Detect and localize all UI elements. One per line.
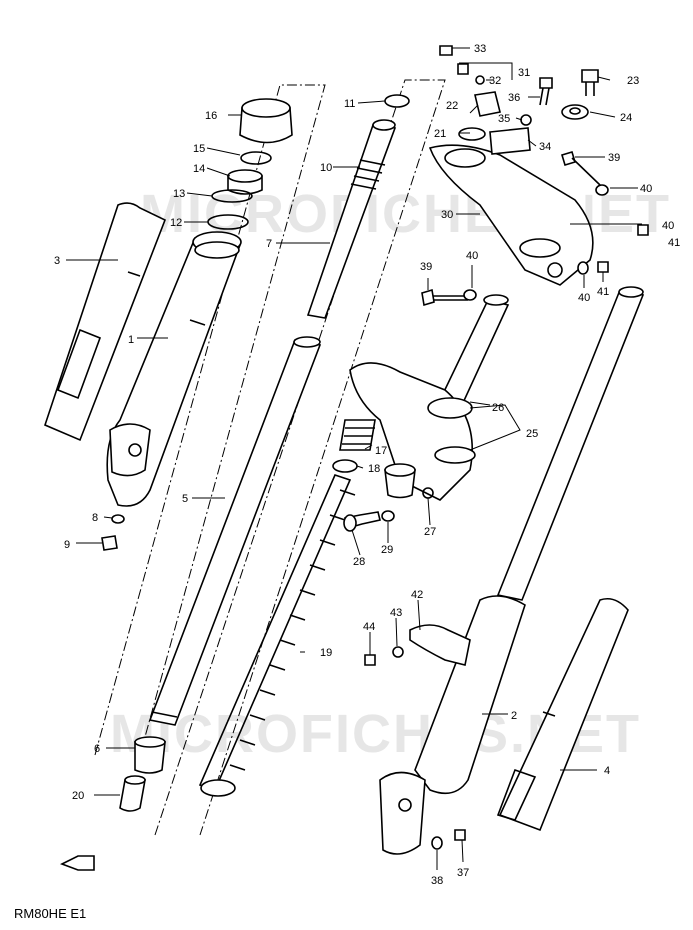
- steering-stem-nut: [474, 91, 501, 117]
- nut-33: [439, 45, 453, 56]
- label-part-10: 10: [320, 162, 332, 174]
- label-part-16: 16: [205, 110, 217, 122]
- clamp-bolt-lower: [421, 288, 468, 307]
- fork-spring: [198, 474, 356, 797]
- label-part-14: 14: [193, 163, 205, 175]
- steering-stem-lower-bracket: [349, 294, 510, 501]
- washer-38: [431, 836, 443, 850]
- label-part-6: 6: [94, 743, 100, 755]
- washer: [332, 459, 358, 473]
- label-part-20: 20: [72, 790, 84, 802]
- part-labels: 1 2 3 4 5 6 7 8 9 10 11 12 13 14 15 16 1…: [54, 43, 680, 887]
- label-part-35: 35: [498, 113, 510, 125]
- retainer-ring: [384, 94, 410, 108]
- label-part-11: 11: [344, 98, 355, 110]
- label-part-17: 17: [375, 445, 387, 457]
- label-part-25: 25: [526, 428, 538, 440]
- label-part-2: 2: [511, 710, 517, 722]
- washer-40c: [577, 261, 589, 275]
- label-part-22: 22: [446, 100, 458, 112]
- washer-32: [475, 75, 485, 85]
- panel-left: [94, 84, 326, 756]
- label-part-40-b: 40: [466, 250, 478, 262]
- label-part-5: 5: [182, 493, 188, 505]
- nut-41b: [597, 261, 609, 273]
- drain-washer: [111, 514, 125, 524]
- label-part-41-b: 41: [597, 286, 609, 298]
- washer-40a: [595, 184, 609, 196]
- footer-code: RM80HE E1: [14, 906, 86, 921]
- label-part-24: 24: [620, 112, 632, 124]
- label-part-40: 40: [640, 183, 652, 195]
- label-part-7: 7: [266, 238, 272, 250]
- upper-bracket: [428, 144, 594, 286]
- hose-clamp: [409, 624, 471, 666]
- label-part-39: 39: [608, 152, 620, 164]
- leader-lines: [66, 47, 642, 870]
- label-part-44: 44: [363, 621, 375, 633]
- stem-bolt: [343, 511, 381, 532]
- bolt-23: [581, 69, 599, 96]
- slide-metal: [134, 736, 166, 774]
- label-part-40-c: 40: [578, 292, 590, 304]
- left-fork-guard: [44, 202, 167, 442]
- damper-rod: [306, 119, 397, 319]
- label-part-8: 8: [92, 512, 98, 524]
- left-outer-tube: [106, 231, 242, 507]
- steering-spring: [339, 419, 376, 451]
- label-part-34: 34: [539, 141, 551, 153]
- stem-washer: [381, 510, 395, 522]
- label-part-29: 29: [381, 544, 393, 556]
- label-part-30: 30: [441, 209, 453, 221]
- label-part-41: 41: [668, 237, 680, 249]
- right-fork-leg: [379, 286, 645, 855]
- label-part-39-b: 39: [420, 261, 432, 273]
- inner-tube: [148, 336, 322, 726]
- label-part-38: 38: [431, 875, 443, 887]
- panel-middle: [154, 79, 446, 836]
- label-part-21: 21: [434, 128, 446, 140]
- washer-40b: [463, 289, 477, 301]
- label-part-9: 9: [64, 539, 70, 551]
- label-part-23: 23: [627, 75, 639, 87]
- label-part-12: 12: [170, 217, 182, 229]
- bolt-36: [539, 77, 553, 106]
- label-part-4: 4: [604, 765, 610, 777]
- clamp-bolt-upper: [561, 151, 601, 186]
- nut-35: [520, 114, 532, 126]
- label-part-43: 43: [390, 607, 402, 619]
- label-part-15: 15: [193, 143, 205, 155]
- label-part-18: 18: [368, 463, 380, 475]
- drain-bolt: [101, 535, 118, 551]
- washer-43: [392, 646, 404, 658]
- o-ring: [458, 127, 486, 141]
- handlebar-holder: [489, 127, 531, 155]
- nut-41a: [637, 224, 649, 236]
- label-part-37: 37: [457, 867, 469, 879]
- label-part-28: 28: [353, 556, 365, 568]
- bolt-44: [364, 654, 376, 666]
- label-part-3: 3: [54, 255, 60, 267]
- label-part-26: 26: [492, 402, 504, 414]
- oil-lock-piece: [119, 775, 146, 812]
- label-part-27: 27: [424, 526, 436, 538]
- label-part-36: 36: [508, 92, 520, 104]
- label-part-19: 19: [320, 647, 332, 659]
- label-part-1: 1: [128, 334, 134, 346]
- label-part-31: 31: [518, 67, 530, 79]
- label-part-33: 33: [474, 43, 486, 55]
- label-part-13: 13: [173, 188, 185, 200]
- screw-37: [454, 829, 466, 841]
- label-part-42: 42: [411, 589, 423, 601]
- front-arrow-icon: [60, 855, 95, 871]
- right-fork-guard: [496, 597, 629, 832]
- label-part-32: 32: [489, 75, 501, 87]
- label-part-40-d: 40: [662, 220, 674, 232]
- nut-31: [457, 63, 469, 75]
- washer-24: [561, 104, 589, 120]
